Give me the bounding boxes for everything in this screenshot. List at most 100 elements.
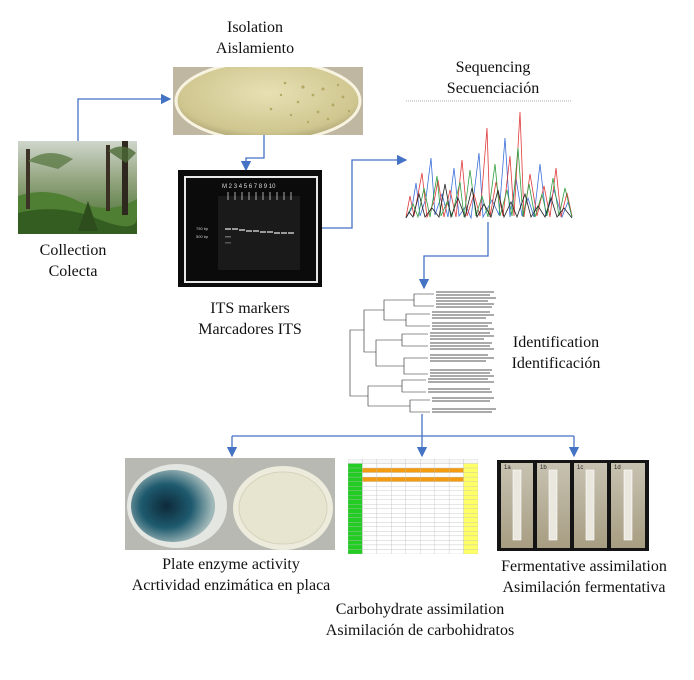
table-cell [362, 549, 378, 554]
isolation-plate-image [173, 67, 363, 135]
table-cell [362, 522, 378, 528]
table-cell [405, 476, 421, 482]
table-cell [376, 535, 392, 541]
table-cell [362, 490, 378, 496]
table-cell [362, 508, 378, 514]
table-cell [448, 549, 464, 554]
table-cell [420, 504, 435, 509]
table-cell [391, 472, 406, 478]
table-cell [463, 508, 478, 514]
table-cell [405, 540, 421, 546]
table-cell [448, 504, 464, 509]
table-cell [448, 508, 464, 514]
table-cell [348, 544, 363, 550]
table-cell [362, 544, 378, 550]
tube-label-1c: 1c [577, 465, 584, 471]
arrow-its-sequencing [311, 154, 408, 229]
table-cell [362, 535, 378, 541]
table-cell [463, 481, 478, 487]
table-cell [420, 485, 435, 491]
table-cell [348, 522, 363, 528]
gel-lane-labels: M 2 3 4 5 6 7 8 9 10 [222, 184, 276, 190]
table-cell [405, 544, 421, 550]
table-cell [448, 540, 464, 546]
table-cell [448, 495, 464, 500]
table-cell [376, 513, 392, 518]
table-cell [434, 531, 450, 537]
table-cell [405, 481, 421, 487]
table-cell [362, 463, 378, 469]
table-cell [362, 504, 378, 509]
table-cell [362, 517, 378, 523]
table-cell [376, 463, 392, 469]
gel-marker-750: 750 bp [196, 226, 209, 231]
table-cell [348, 535, 363, 541]
table-cell [448, 459, 464, 464]
table-cell [448, 463, 464, 469]
table-cell [463, 499, 478, 505]
table-cell [348, 476, 363, 482]
table-cell [391, 481, 406, 487]
table-cell [391, 508, 406, 514]
table-cell [376, 476, 392, 482]
table-cell [348, 504, 363, 509]
table-cell [463, 490, 478, 496]
table-cell [405, 531, 421, 537]
table-cell [448, 531, 464, 537]
table-cell [376, 540, 392, 546]
table-cell [463, 544, 478, 550]
arrow-isolation-its [240, 134, 265, 172]
table-cell [434, 540, 450, 546]
table-cell [434, 504, 450, 509]
fermentation-tubes-image: 1a 1b 1c 1d [497, 460, 649, 551]
table-cell [348, 472, 363, 478]
table-cell [448, 526, 464, 532]
table-cell [348, 485, 363, 491]
table-cell [420, 495, 435, 500]
tube-label-1b: 1b [540, 465, 547, 471]
table-cell [405, 517, 421, 523]
table-cell [420, 517, 435, 523]
table-cell [434, 513, 450, 518]
arrow-sequencing-identification [418, 222, 489, 290]
table-cell [348, 540, 363, 546]
table-cell [434, 467, 450, 473]
table-cell [405, 522, 421, 528]
table-cell [348, 513, 363, 518]
table-cell [348, 549, 363, 554]
gel-marker-500: 500 bp [196, 234, 209, 239]
table-cell [362, 495, 378, 500]
table-cell [448, 481, 464, 487]
table-cell [463, 463, 478, 469]
chromatogram-image [404, 98, 574, 222]
table-cell [362, 476, 378, 482]
arrow-collection-isolation [77, 93, 172, 141]
table-cell [448, 535, 464, 541]
table-cell [463, 540, 478, 546]
table-cell [463, 522, 478, 528]
table-cell [376, 522, 392, 528]
table-cell [463, 495, 478, 500]
table-cell [448, 476, 464, 482]
table-cell [448, 544, 464, 550]
table-cell [434, 490, 450, 496]
table-cell [448, 490, 464, 496]
table-cell [376, 508, 392, 514]
table-cell [420, 490, 435, 496]
phylogenetic-tree-image [344, 290, 502, 416]
table-cell [434, 499, 450, 505]
table-cell [391, 499, 406, 505]
table-cell [420, 513, 435, 518]
table-cell [463, 535, 478, 541]
table-cell [463, 459, 478, 464]
table-cell [391, 476, 406, 482]
table-cell [348, 508, 363, 514]
tube-label-1a: 1a [504, 465, 511, 471]
table-cell [391, 544, 406, 550]
table-cell [362, 481, 378, 487]
table-cell [391, 531, 406, 537]
table-cell [376, 504, 392, 509]
table-cell [391, 490, 406, 496]
